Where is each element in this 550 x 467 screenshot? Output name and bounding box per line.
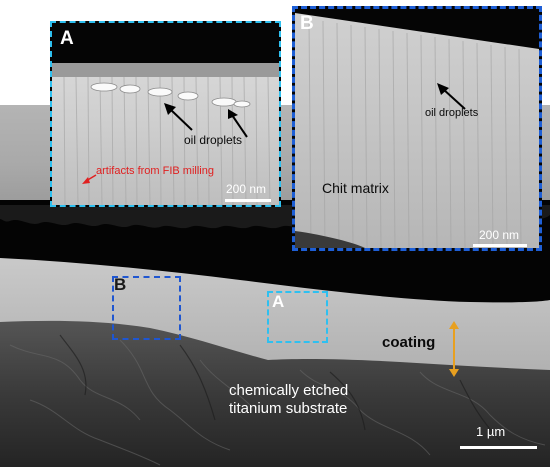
inset-a-scale-label: 200 nm [226,182,267,196]
region-a-label: A [272,292,285,311]
inset-panel-a: A oil droplets artifacts from FIB millin… [50,21,281,207]
coating-label: coating [382,334,436,351]
inset-b-matrix-annotation: Chit matrix [322,180,389,196]
inset-a-scalebar [225,199,271,202]
region-b-label: B [114,275,127,294]
coating-thickness-arrow [449,321,459,377]
inset-b-oil-annotation: oil droplets [425,107,479,119]
substrate-label-line1: chemically etched [229,382,349,399]
inset-a-image [52,23,279,205]
inset-b-label: B [300,13,314,34]
region-b-box [112,276,181,340]
main-scale-label: 1 µm [476,424,506,439]
inset-b-scale-label: 200 nm [479,228,520,242]
inset-a-oil-annotation: oil droplets [184,133,243,147]
substrate-label-line2: titanium substrate [229,400,348,417]
inset-a-artifacts-annotation: artifacts from FIB milling [96,165,214,177]
inset-a-label: A [60,28,74,49]
inset-b-image [295,9,539,248]
main-scalebar [460,446,537,449]
inset-panel-b: B oil droplets Chit matrix 200 nm [292,6,542,251]
region-a-box [267,291,328,343]
inset-b-scalebar [473,244,527,247]
